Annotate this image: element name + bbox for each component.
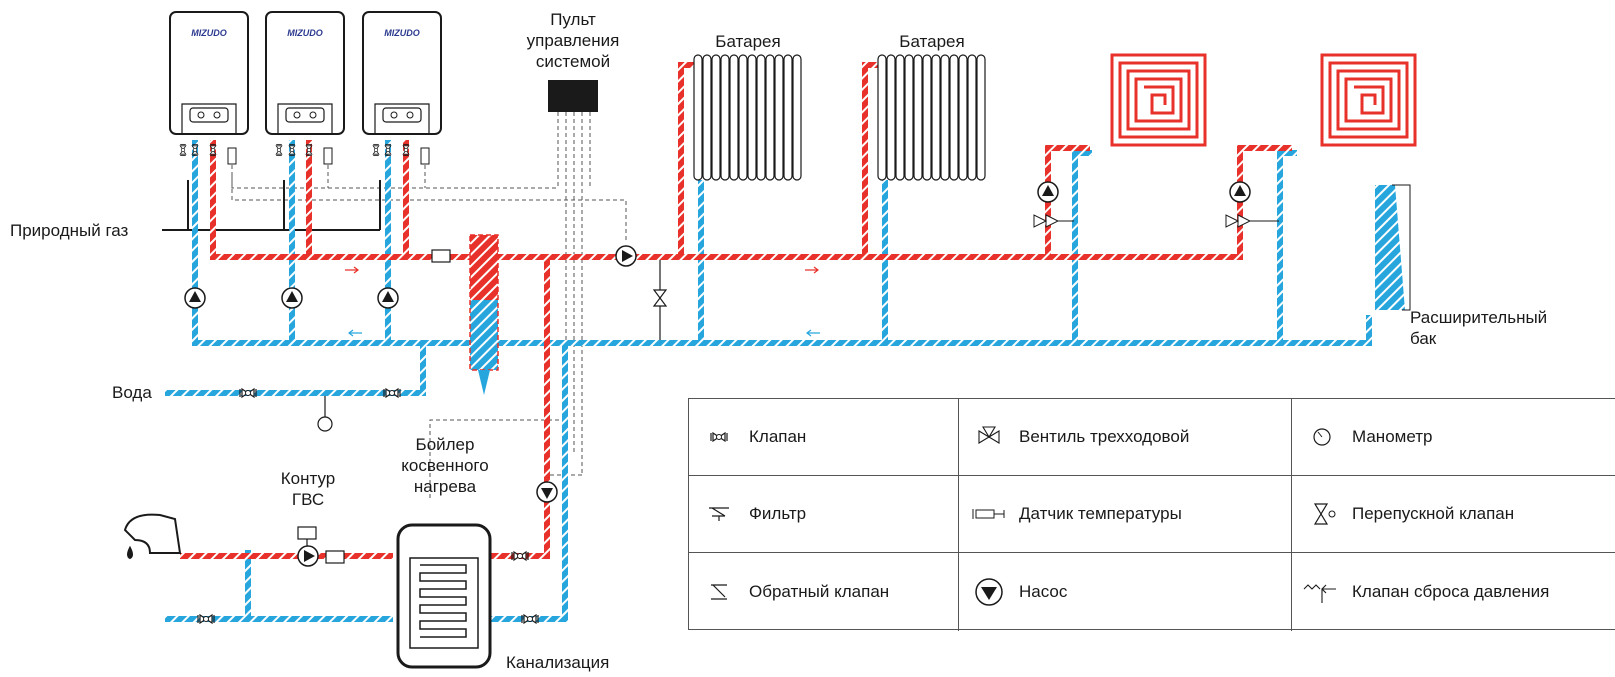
pump-icon — [959, 577, 1019, 607]
natural-gas-label: Природный газ — [10, 221, 129, 240]
legend-pressure-relief-valve: Клапан сброса давления — [1292, 553, 1615, 631]
indirect-boiler-label-2: косвенного — [401, 456, 488, 475]
boiler-1: MIZUDO — [169, 11, 249, 135]
boiler-3: MIZUDO — [362, 11, 442, 135]
radiator-1-label: Батарея — [715, 32, 780, 51]
three-way-valve-icon — [959, 425, 1019, 449]
indirect-boiler-label-3: нагрева — [414, 477, 477, 496]
heating-pump — [615, 245, 637, 267]
boiler-brand: MIZUDO — [287, 28, 323, 38]
dhw-boiler-pump — [536, 481, 558, 503]
pressure-gauge-icon — [1292, 427, 1352, 447]
legend-temperature-sensor-label: Датчик температуры — [1019, 504, 1182, 523]
radiator-1 — [693, 54, 802, 181]
bypass-valve-icon — [1292, 500, 1352, 528]
legend-valve: Клапан — [689, 399, 959, 476]
check-valve-icon — [689, 583, 749, 601]
floor-heating-2 — [1320, 53, 1417, 147]
legend-three-way-valve: Вентиль трехходовой — [959, 399, 1292, 476]
radiator-2-label: Батарея — [899, 32, 964, 51]
sewer-label: Канализация — [506, 653, 609, 672]
control-panel-label-1: Пульт — [550, 10, 596, 29]
dhw-label-1: Контур — [281, 469, 336, 488]
boiler-2-pump — [281, 287, 303, 309]
legend-temperature-sensor: Датчик температуры — [959, 476, 1292, 553]
temperature-sensor-icon — [959, 507, 1019, 521]
floor-pump-2 — [1229, 181, 1251, 203]
boiler-brand: MIZUDO — [191, 28, 227, 38]
gas-pipes — [162, 180, 381, 231]
legend-bypass-valve-label: Перепускной клапан — [1352, 504, 1515, 523]
dhw-circulation-pump — [297, 545, 319, 567]
legend-pressure-gauge: Манометр — [1292, 399, 1615, 476]
inline-fittings — [197, 214, 1279, 624]
indirect-boiler-label-1: Бойлер — [416, 435, 475, 454]
filter-icon — [689, 506, 749, 522]
flow-arrows — [345, 266, 820, 337]
indirect-boiler — [396, 523, 492, 669]
legend-table: Клапан Вентиль трехходовой Манометр Филь… — [688, 398, 1615, 631]
dhw-label-2: ГВС — [292, 490, 324, 509]
boiler-1-pump — [184, 287, 206, 309]
control-wires — [231, 112, 627, 500]
legend-pump: Насос — [959, 553, 1292, 631]
expansion-tank — [1375, 184, 1411, 311]
water-label: Вода — [112, 383, 152, 402]
control-panel-label-2: управления — [527, 31, 620, 50]
floor-pump-1 — [1037, 181, 1059, 203]
legend-check-valve: Обратный клапан — [689, 553, 959, 631]
pressure-relief-valve-icon — [1292, 579, 1352, 605]
control-panel: Пульт управления системой — [527, 10, 620, 112]
legend-filter: Фильтр — [689, 476, 959, 553]
return-pipes — [165, 140, 1372, 622]
legend-pump-label: Насос — [1019, 582, 1068, 601]
floor-heating-1 — [1110, 53, 1207, 147]
radiator-2 — [877, 54, 986, 181]
legend-valve-label: Клапан — [749, 427, 807, 446]
faucet-icon — [123, 513, 182, 560]
legend-check-valve-label: Обратный клапан — [749, 582, 890, 601]
legend-pressure-relief-valve-label: Клапан сброса давления — [1352, 582, 1550, 601]
legend-filter-label: Фильтр — [749, 504, 807, 523]
boiler-2: MIZUDO — [265, 11, 345, 135]
legend-bypass-valve: Перепускной клапан — [1292, 476, 1615, 553]
control-panel-label-3: системой — [536, 52, 610, 71]
boiler-brand: MIZUDO — [384, 28, 420, 38]
hydraulic-separator — [469, 234, 499, 395]
valve-icon — [689, 431, 749, 443]
boiler-fittings — [179, 143, 430, 165]
legend-pressure-gauge-label: Манометр — [1352, 427, 1433, 446]
boiler-3-pump — [377, 287, 399, 309]
expansion-tank-label-2: бак — [1410, 329, 1437, 348]
expansion-tank-label-1: Расширительный — [1410, 308, 1547, 327]
legend-three-way-valve-label: Вентиль трехходовой — [1019, 427, 1190, 446]
